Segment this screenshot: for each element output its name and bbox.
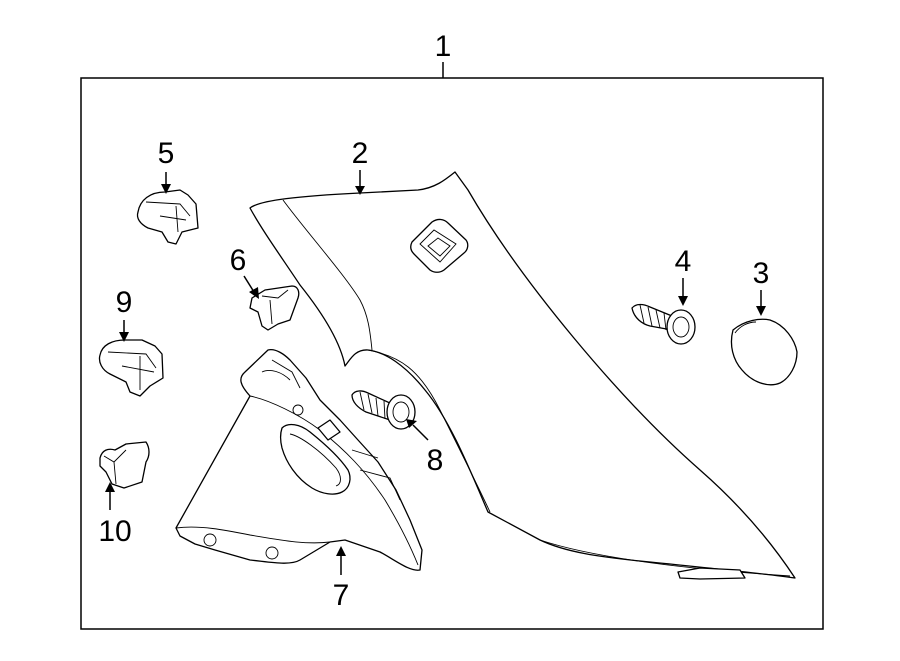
diagram-frame — [80, 77, 824, 630]
retainer-10 — [99, 441, 150, 489]
callout-8: 8 — [427, 444, 444, 477]
clip-9 — [98, 339, 164, 397]
clip-5 — [136, 189, 199, 245]
callout-4: 4 — [675, 245, 692, 278]
callout-3: 3 — [753, 257, 770, 290]
callout-6-leader — [243, 275, 255, 293]
leader-arrows — [105, 170, 766, 575]
callout-labels: 1 2 3 4 5 6 7 8 9 10 — [98, 30, 769, 612]
clip-6 — [249, 285, 300, 331]
quarter-trim-panel — [249, 171, 796, 580]
callout-9: 9 — [116, 286, 133, 319]
push-pin-8 — [351, 390, 416, 430]
push-pin-4 — [631, 303, 696, 345]
cover-cap — [730, 318, 798, 386]
callout-5: 5 — [158, 137, 175, 170]
callout-6: 6 — [230, 244, 247, 277]
callout-2: 2 — [352, 137, 369, 170]
callout-10: 10 — [98, 515, 131, 548]
callout-8-leader — [412, 424, 429, 441]
callout-7: 7 — [333, 579, 350, 612]
callout-1: 1 — [435, 30, 452, 63]
lower-quarter-trim — [175, 349, 423, 571]
